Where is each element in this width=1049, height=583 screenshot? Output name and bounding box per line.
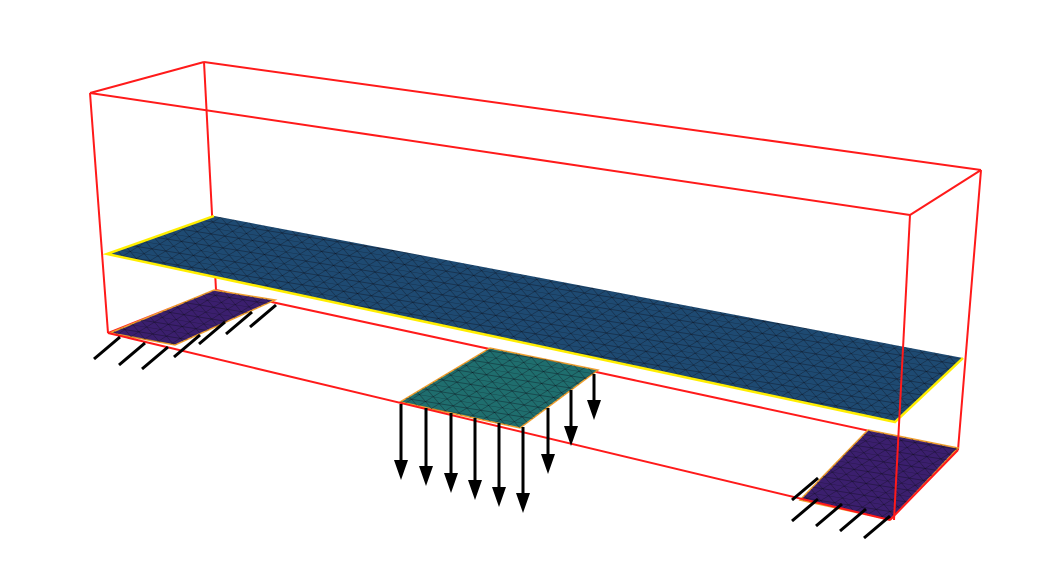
load-arrow-head xyxy=(587,400,601,420)
load-arrow-head xyxy=(564,426,578,446)
support-hatch xyxy=(93,335,121,361)
box-edge xyxy=(89,61,205,94)
load-arrow-head xyxy=(419,466,433,486)
load-arrows xyxy=(394,374,601,513)
support-hatch xyxy=(141,345,169,371)
support-hatch xyxy=(791,476,819,502)
box-edge xyxy=(203,61,982,171)
load-arrow-head xyxy=(394,460,408,480)
load-arrow-head xyxy=(468,480,482,500)
support-hatch xyxy=(225,310,253,336)
supports xyxy=(107,289,960,521)
support-hatches xyxy=(93,303,891,540)
support-hatch xyxy=(249,303,277,329)
plate xyxy=(102,214,964,424)
support-hatch xyxy=(173,333,201,359)
support-hatch xyxy=(791,497,819,523)
plate-mesh xyxy=(107,216,963,422)
support-mesh xyxy=(110,290,275,345)
support-mesh xyxy=(800,430,958,520)
support-hatch xyxy=(863,514,891,540)
box-edge xyxy=(889,449,959,521)
box-edge xyxy=(89,92,911,216)
box-edge xyxy=(893,214,911,521)
box-edge xyxy=(957,169,982,451)
load-patch-mesh xyxy=(400,348,598,428)
load-arrow-head xyxy=(541,454,555,474)
load-arrow-head xyxy=(492,487,506,507)
support-hatch xyxy=(118,341,146,367)
support-hatch xyxy=(198,320,226,346)
load-arrow-head xyxy=(444,473,458,493)
box-edge xyxy=(909,169,982,216)
load-arrow-head xyxy=(516,493,530,513)
load-patch xyxy=(397,347,600,429)
box-edge xyxy=(89,92,109,334)
plate-edge xyxy=(102,214,964,424)
support-hatch xyxy=(815,502,843,528)
support-hatch xyxy=(839,507,867,533)
